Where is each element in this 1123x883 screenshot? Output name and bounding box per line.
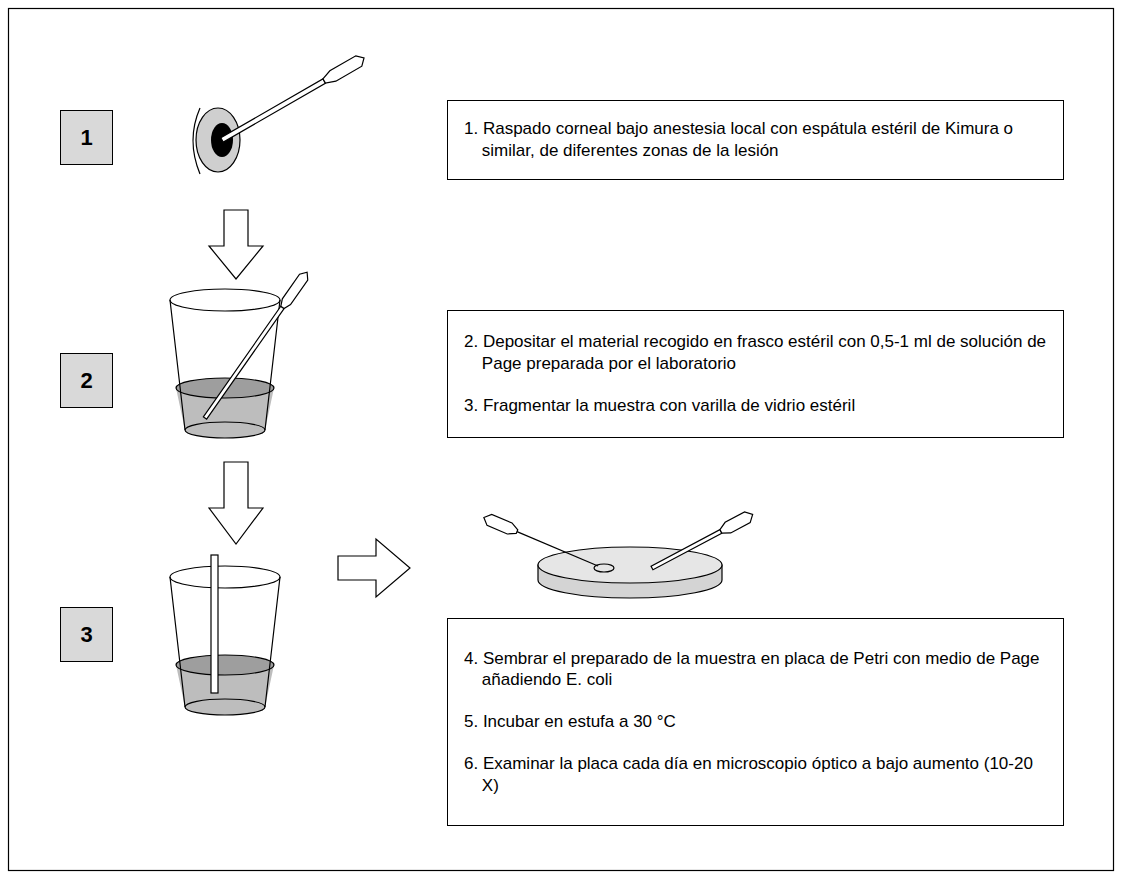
step-number: 1 [60,110,113,165]
flask-illustration [170,269,311,438]
step-number-text: 1 [80,125,92,151]
step-text-box: 2. Depositar el material recogido en fra… [447,310,1064,438]
pipette [649,509,755,573]
flow-arrow [338,539,410,597]
step-description: 4. Sembrar el preparado de la muestra en… [464,648,1047,692]
flow-arrow [209,462,263,544]
eye-illustration [193,53,367,174]
step-number-text: 2 [80,368,92,394]
step-number: 3 [60,607,113,662]
step-description: 5. Incubar en estufa a 30 °C [464,711,1047,733]
step-number-text: 3 [80,622,92,648]
frame [9,9,1114,871]
glass-rod [211,555,218,693]
petri-dish-illustration [482,509,756,598]
pipette [482,512,601,571]
flow-arrow [209,210,263,279]
step-description: 3. Fragmentar la muestra con varilla de … [464,395,1047,417]
step-description: 6. Examinar la placa cada día en microsc… [464,753,1047,797]
step-description: 1. Raspado corneal bajo anestesia local … [464,118,1047,162]
spatula [219,53,367,145]
flask-illustration [170,555,280,715]
step-text-box: 4. Sembrar el preparado de la muestra en… [447,618,1064,826]
step-text-box: 1. Raspado corneal bajo anestesia local … [447,100,1064,180]
step-description: 2. Depositar el material recogido en fra… [464,331,1047,375]
pipette [201,269,311,421]
step-number: 2 [60,353,113,408]
